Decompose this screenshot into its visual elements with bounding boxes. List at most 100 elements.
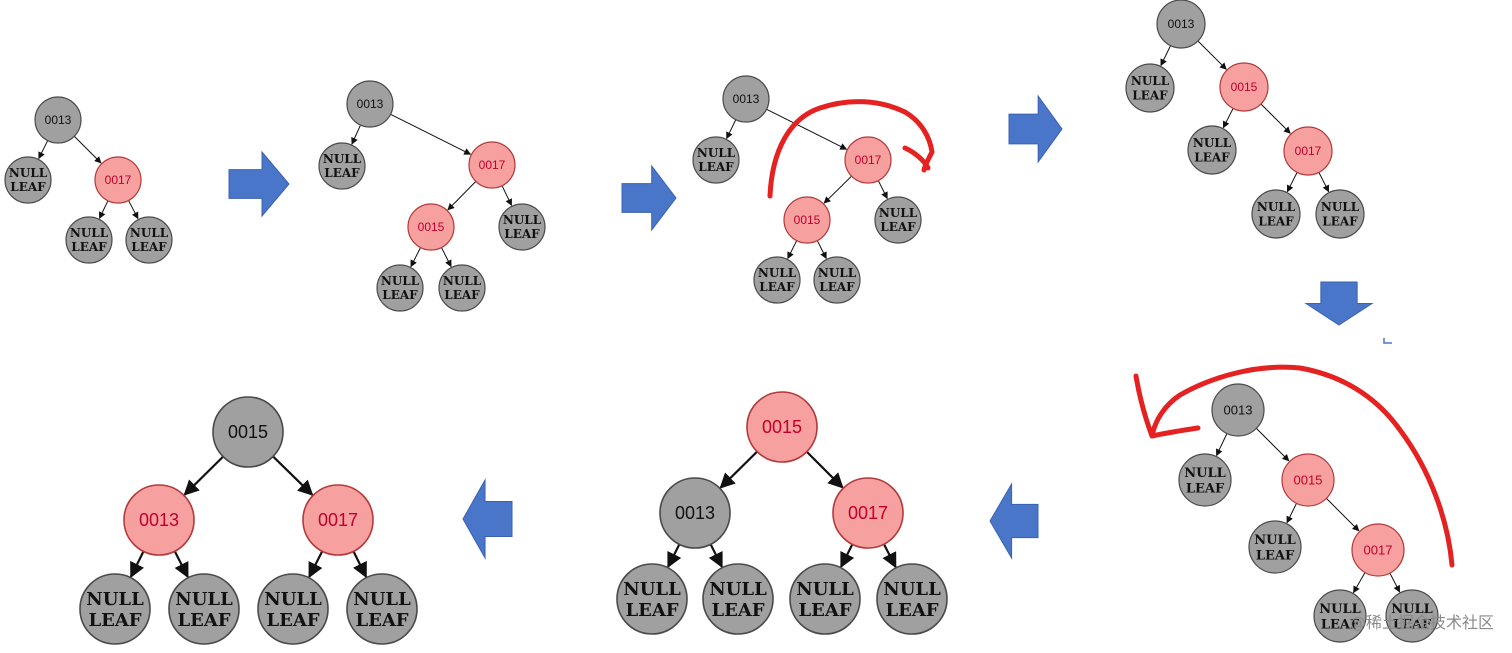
svg-text:0013: 0013 [733, 92, 760, 106]
tree-edge [390, 113, 472, 155]
tree-node-0017: 0017 [1351, 523, 1405, 577]
tree-node-0013: 0013 [1156, 0, 1206, 49]
svg-text:0015: 0015 [1294, 473, 1323, 488]
tree-node-0017: 0017 [1283, 126, 1333, 176]
svg-text:LEAF: LEAF [1322, 215, 1358, 229]
svg-text:LEAF: LEAF [88, 610, 141, 631]
svg-text:NULL: NULL [1193, 136, 1232, 150]
tree-edge [1286, 503, 1297, 524]
tree-edge [410, 247, 422, 268]
svg-text:0017: 0017 [848, 503, 888, 523]
svg-text:0013: 0013 [1224, 403, 1253, 418]
svg-text:0015: 0015 [762, 417, 802, 437]
svg-text:LEAF: LEAF [1186, 481, 1225, 496]
step-arrow-down [1304, 281, 1374, 326]
svg-text:NULL: NULL [758, 266, 797, 280]
tree-edge [823, 175, 852, 204]
tree-edge [173, 550, 189, 579]
watermark: @稀土掘金技术社区 [1349, 613, 1494, 632]
tree-edge [787, 240, 798, 260]
step-arrow-right [228, 150, 290, 218]
svg-text:LEAF: LEAF [885, 600, 938, 621]
svg-text:LEAF: LEAF [355, 610, 408, 631]
step-arrow-right [1008, 94, 1063, 164]
tree-node-0015: 0015 [212, 396, 284, 468]
svg-text:LEAF: LEAF [10, 180, 46, 194]
svg-text:NULL: NULL [1184, 466, 1226, 481]
svg-text:NULL: NULL [1131, 74, 1170, 88]
tree-edge [1197, 40, 1227, 70]
svg-text:LEAF: LEAF [1256, 548, 1295, 563]
svg-text:LEAF: LEAF [1258, 215, 1294, 229]
svg-text:NULL: NULL [883, 579, 941, 600]
svg-text:NULL: NULL [1321, 200, 1360, 214]
corner-mark [1383, 338, 1392, 344]
svg-text:0013: 0013 [1168, 17, 1195, 31]
tree-node-0015: 0015 [407, 203, 455, 251]
tree-edge [1318, 172, 1330, 193]
svg-text:NULL: NULL [796, 579, 854, 600]
step-arrow-left [462, 478, 513, 560]
tree-edge [1353, 572, 1366, 594]
svg-text:0013: 0013 [675, 503, 715, 523]
tree-edge [351, 124, 361, 145]
tree-node-0013: 0013 [346, 80, 394, 128]
svg-text:LEAF: LEAF [880, 220, 916, 234]
tree-node-0013: 0013 [1211, 383, 1265, 437]
svg-text:0013: 0013 [45, 113, 72, 127]
tree-node-0013: 0013 [659, 477, 731, 549]
svg-text:NULL: NULL [175, 589, 233, 610]
tree-edge [840, 543, 855, 569]
svg-text:NULL: NULL [1319, 602, 1361, 617]
tree-node-0017: 0017 [94, 156, 142, 204]
tree-node-0015: 0015 [1281, 453, 1335, 507]
svg-text:0013: 0013 [357, 97, 384, 111]
svg-text:NULL: NULL [323, 152, 362, 166]
tree-edge [447, 181, 477, 211]
tree-edge [1326, 498, 1360, 532]
tree-node-0015: 0015 [746, 391, 818, 463]
svg-text:0015: 0015 [418, 220, 445, 234]
svg-text:LEAF: LEAF [819, 280, 855, 294]
svg-text:0017: 0017 [318, 510, 358, 530]
svg-text:0017: 0017 [105, 173, 132, 187]
svg-text:LEAF: LEAF [1321, 617, 1360, 632]
tree-edge [1160, 45, 1171, 67]
svg-text:LEAF: LEAF [177, 610, 230, 631]
tree-edge [882, 543, 897, 569]
tree-edge [308, 550, 324, 579]
svg-text:NULL: NULL [443, 274, 482, 288]
tree-edge [1216, 433, 1228, 457]
tree-edge [667, 543, 682, 569]
tree-edge [1260, 103, 1291, 134]
tree-edge [766, 108, 848, 150]
tree-edge [805, 450, 844, 489]
svg-text:LEAF: LEAF [131, 240, 167, 254]
tree-edge [708, 543, 723, 569]
step-arrow-left [989, 482, 1039, 560]
svg-text:NULL: NULL [1254, 533, 1296, 548]
tree-edge [719, 450, 758, 489]
svg-text:LEAF: LEAF [1132, 89, 1168, 103]
svg-text:LEAF: LEAF [504, 227, 540, 241]
svg-text:LEAF: LEAF [444, 288, 480, 302]
tree-edge [1222, 108, 1234, 129]
tree-edge [98, 200, 109, 220]
svg-text:NULL: NULL [697, 146, 736, 160]
svg-text:0017: 0017 [1364, 543, 1393, 558]
